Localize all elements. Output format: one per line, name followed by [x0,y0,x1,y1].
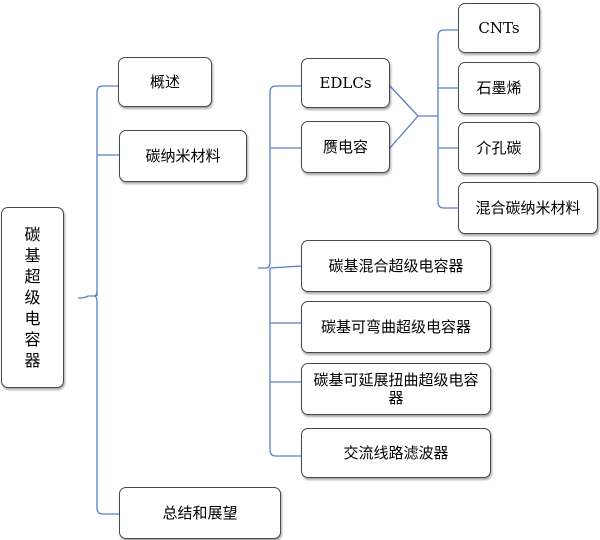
hybrid-supercapacitor-label: 碳基混合超级电容器 [328,257,464,275]
connector-capacitor-merge [389,29,458,209]
summary-outlook-label: 总结和展望 [162,504,238,522]
node-summary-outlook: 总结和展望 [119,487,281,539]
root-label: 碳基超级电容器 [24,225,41,370]
node-overview: 概述 [118,57,212,107]
flexible-supercapacitor-label: 碳基可弯曲超级电容器 [320,318,471,336]
carbon-nanomaterials-label: 碳纳米材料 [145,147,221,165]
root-node-carbon-supercapacitor: 碳基超级电容器 [1,207,64,388]
connector-root-brace [77,85,119,515]
node-pseudocapacitor: 赝电容 [301,121,390,173]
node-hybrid-carbon-nanomaterials: 混合碳纳米材料 [458,182,598,234]
graphene-label: 石墨烯 [476,79,522,97]
node-ac-line-filter: 交流线路滤波器 [301,428,491,478]
stretchable-supercapacitor-label: 碳基可延展扭曲超级电容器 [313,371,479,407]
node-edlcs: EDLCs [301,58,390,108]
hybrid-carbon-nanomaterials-label: 混合碳纳米材料 [475,199,581,217]
node-hybrid-supercapacitor: 碳基混合超级电容器 [301,240,491,292]
connector-carbon-brace [258,85,302,457]
mesoporous-carbon-label: 介孔碳 [476,139,522,157]
cnts-label: CNTs [478,19,520,37]
pseudocapacitor-label: 赝电容 [322,138,368,156]
node-mesoporous-carbon: 介孔碳 [458,122,540,174]
node-graphene: 石墨烯 [458,62,540,114]
node-flexible-supercapacitor: 碳基可弯曲超级电容器 [301,301,491,353]
ac-line-filter-label: 交流线路滤波器 [343,444,449,462]
edlcs-label: EDLCs [319,74,372,92]
node-carbon-nanomaterials: 碳纳米材料 [119,130,247,182]
node-stretchable-supercapacitor: 碳基可延展扭曲超级电容器 [301,363,491,415]
node-cnts: CNTs [458,3,540,53]
overview-label: 概述 [149,73,180,91]
